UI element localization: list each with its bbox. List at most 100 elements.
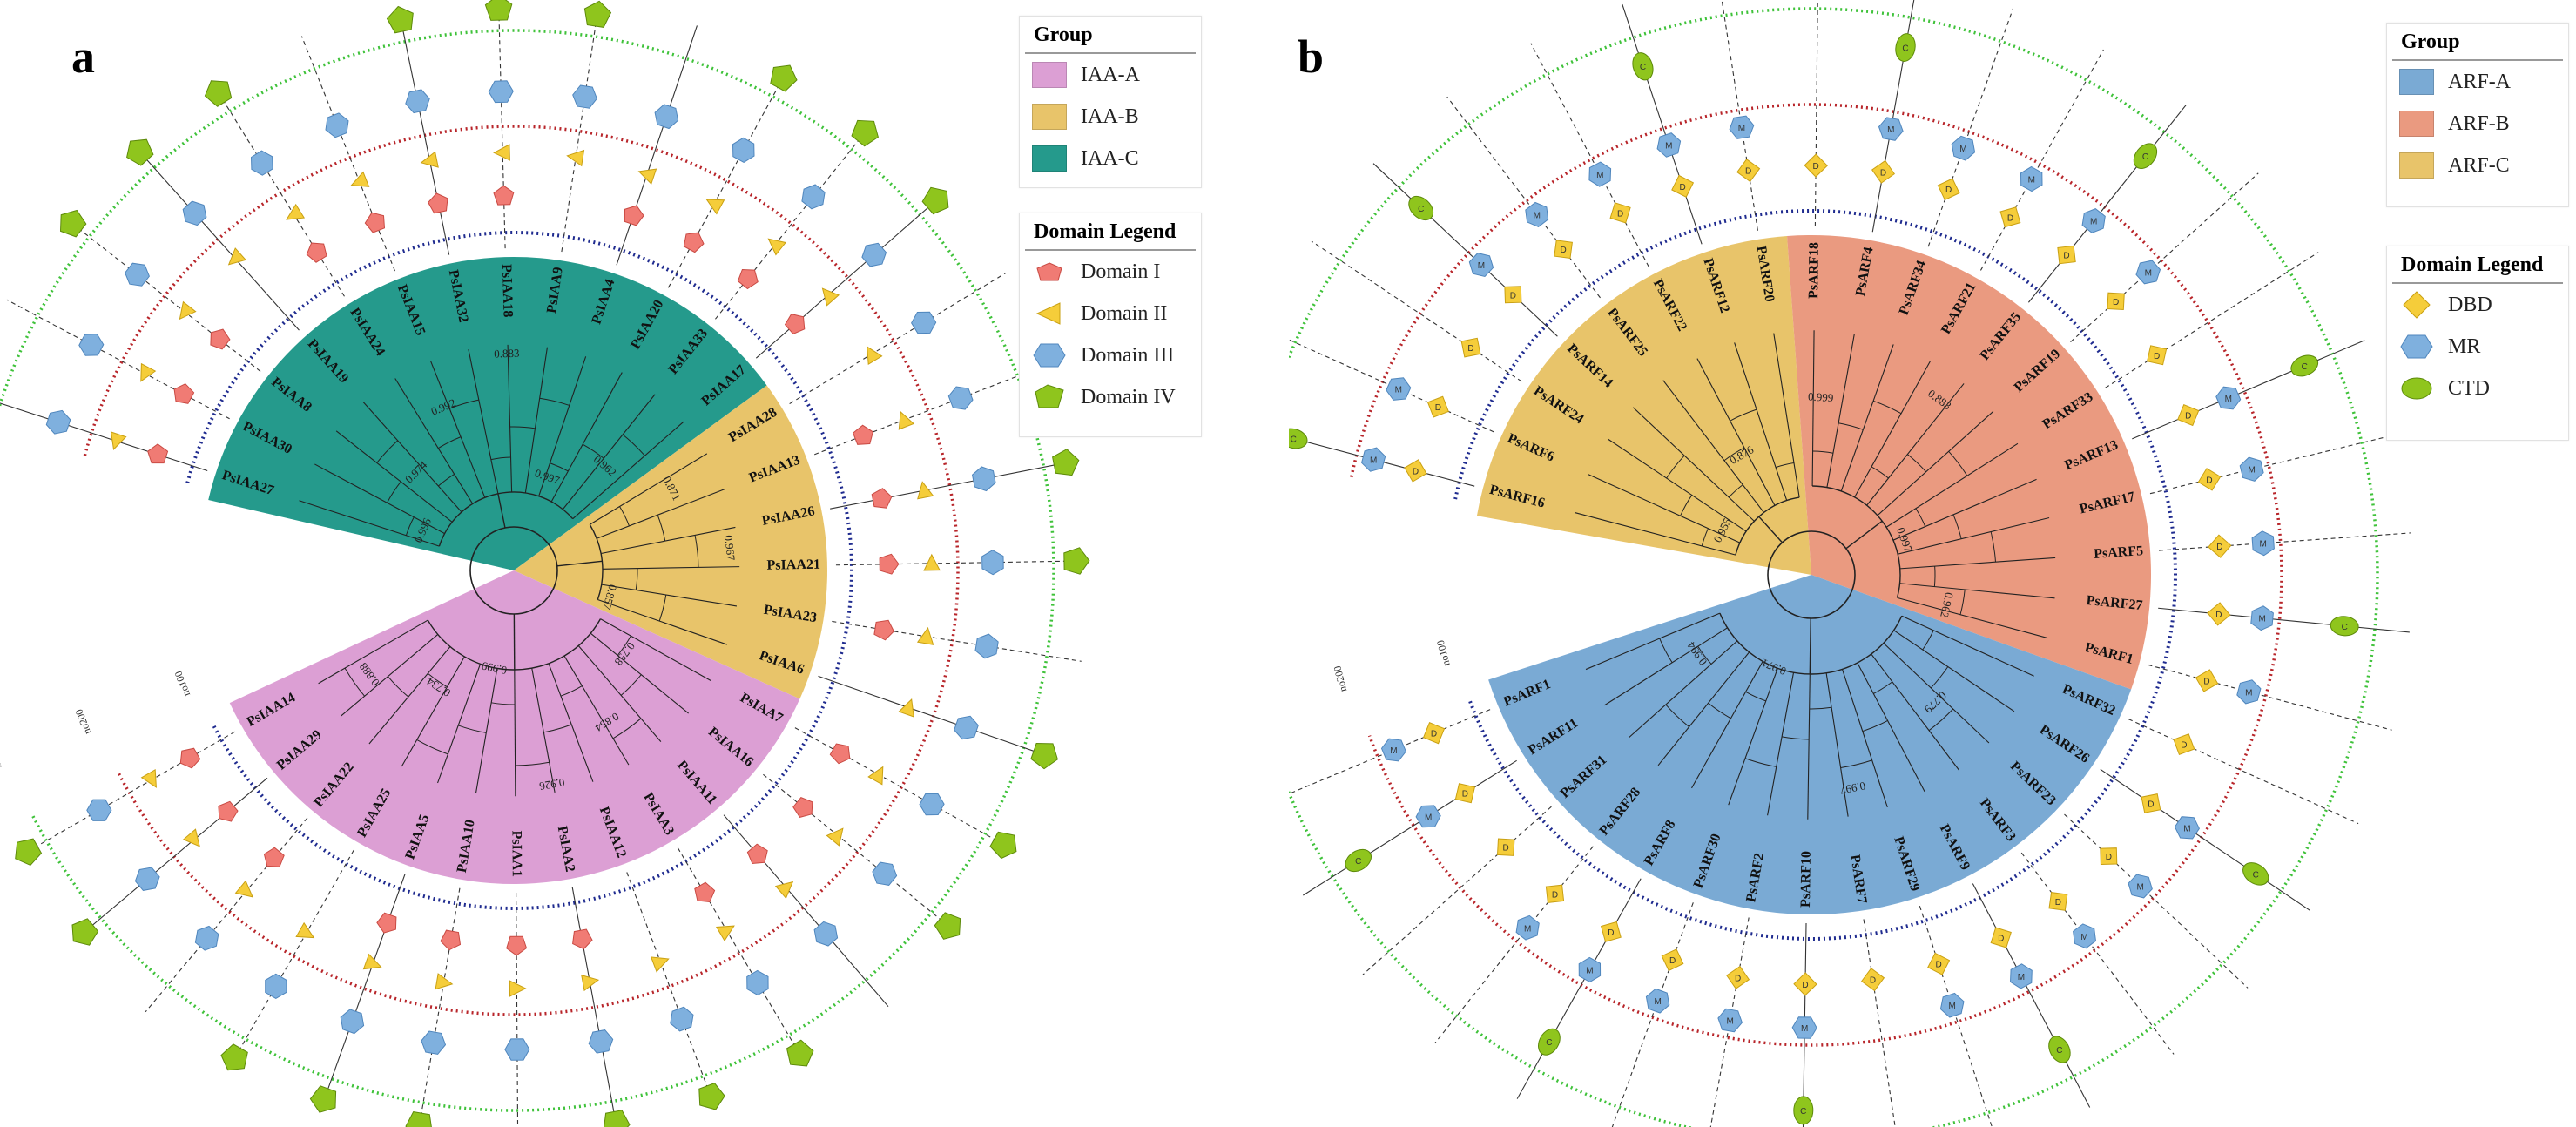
domain-track — [794, 727, 1016, 852]
domain-track — [1709, 917, 1750, 1127]
mr-marker — [2215, 386, 2242, 410]
dbd-marker-letter: D — [1467, 344, 1473, 354]
leaf-branch — [362, 402, 462, 513]
mr-marker-letter: M — [1738, 124, 1745, 133]
dbd-marker — [2208, 534, 2232, 558]
domain-ii-marker — [435, 973, 454, 990]
domain-iv-marker — [309, 1085, 337, 1113]
leaf-branch — [601, 526, 736, 555]
domain-i-marker — [179, 747, 201, 769]
domain-iv-marker — [786, 1039, 814, 1067]
dbd-marker-letter: D — [1560, 246, 1566, 255]
legend-title: Group — [1025, 17, 1196, 54]
domain-track — [1802, 922, 1807, 1127]
mr-marker-letter: M — [1425, 813, 1432, 822]
domain-iv-marker — [851, 119, 879, 147]
domain-i-marker — [784, 314, 806, 335]
domain-ii-marker — [650, 956, 670, 973]
domain-i-marker — [683, 232, 705, 253]
tree-branches — [299, 344, 740, 797]
domain-iv-marker — [405, 1110, 432, 1127]
mr-marker-letter: M — [2136, 882, 2143, 892]
dbd-marker — [2195, 669, 2219, 692]
legend-item-domain-ii: Domain II — [1020, 293, 1201, 334]
mr-marker-letter: M — [2018, 973, 2025, 982]
domain-track — [418, 887, 461, 1127]
domain-ii-marker — [715, 925, 735, 941]
dbd-marker — [1927, 952, 1951, 975]
domain-track — [1979, 49, 2104, 271]
domain-ii-marker — [286, 203, 306, 220]
leaf-branch — [597, 598, 728, 645]
mr-marker-letter: M — [2090, 217, 2097, 226]
ctd-marker — [1289, 428, 1308, 449]
leaf-branch — [572, 421, 684, 520]
leaf-branch — [1857, 662, 1925, 793]
leaf-branch — [1840, 344, 1894, 492]
mr-marker-letter: M — [1390, 746, 1397, 756]
legend-label: DBD — [2448, 293, 2492, 316]
domain-iii-marker — [746, 969, 769, 996]
triangle-icon — [1035, 302, 1061, 325]
legend-title: Domain Legend — [1025, 213, 1196, 251]
domain-track — [723, 814, 889, 1008]
domain-ii-marker — [917, 481, 934, 500]
hexagon-icon — [2400, 334, 2433, 359]
domain-iii-marker — [974, 633, 999, 659]
mr-marker — [1578, 956, 1602, 983]
domain-track — [2158, 532, 2411, 551]
dbd-marker-letter: D — [1503, 844, 1509, 854]
clade-sector-arf-b — [1787, 235, 2151, 690]
domain-track — [832, 620, 1082, 662]
domain-track — [1919, 906, 1993, 1127]
swatch-arf-b — [2399, 111, 2434, 137]
leaf-branch — [1811, 330, 1815, 487]
panel-b-domain-legend: Domain Legend DBD MR CTD — [2386, 246, 2569, 441]
dbd-marker — [1496, 838, 1515, 856]
domain-iv-marker — [698, 1083, 725, 1110]
dbd-marker-letter: D — [1880, 168, 1886, 178]
domain-i-marker — [440, 929, 462, 951]
domain-track — [1372, 163, 1558, 337]
domain-track — [61, 214, 261, 372]
leaf-branch — [437, 664, 482, 784]
domain-i-marker — [428, 192, 448, 214]
clade-sector-iaa-b — [514, 385, 827, 699]
domain-iv-marker — [989, 831, 1017, 860]
domain-i-marker — [624, 205, 644, 226]
domain-track — [2128, 719, 2359, 825]
branch — [1845, 520, 1883, 550]
leaf-branch — [1871, 653, 1959, 771]
ring-label: no300 — [0, 742, 4, 771]
dbd-marker-letter: D — [1998, 935, 2004, 944]
domain-ii-marker — [867, 346, 883, 366]
dbd-marker-letter: D — [2055, 898, 2061, 908]
ring-label: no200 — [73, 707, 94, 736]
domain-iv-marker — [1052, 449, 1080, 476]
domain-track — [1434, 846, 1594, 1044]
domain-i-marker — [871, 488, 893, 509]
leaf-branch — [524, 347, 548, 494]
dbd-marker-letter: D — [1936, 961, 1942, 970]
dbd-marker — [1726, 965, 1750, 989]
dbd-marker — [2057, 245, 2076, 265]
mr-marker-letter: M — [2080, 933, 2087, 942]
ctd-marker-letter: C — [2056, 1046, 2062, 1056]
domain-ii-marker — [916, 626, 934, 645]
mr-marker-letter: M — [2183, 824, 2190, 833]
dbd-marker — [1545, 884, 1565, 903]
legend-label: IAA-B — [1081, 105, 1139, 128]
bootstrap-label: 0.999 — [481, 659, 509, 677]
mr-marker-letter: M — [1534, 211, 1541, 220]
leaf-branch — [1608, 438, 1747, 532]
dbd-marker-letter: D — [1608, 928, 1614, 938]
leaf-branch — [531, 668, 556, 793]
leaf-branch — [577, 645, 662, 742]
domain-iii-marker — [182, 200, 207, 226]
mr-marker-letter: M — [1524, 924, 1531, 934]
scale-ring-3 — [0, 29, 1055, 1112]
mr-marker — [2081, 208, 2106, 233]
